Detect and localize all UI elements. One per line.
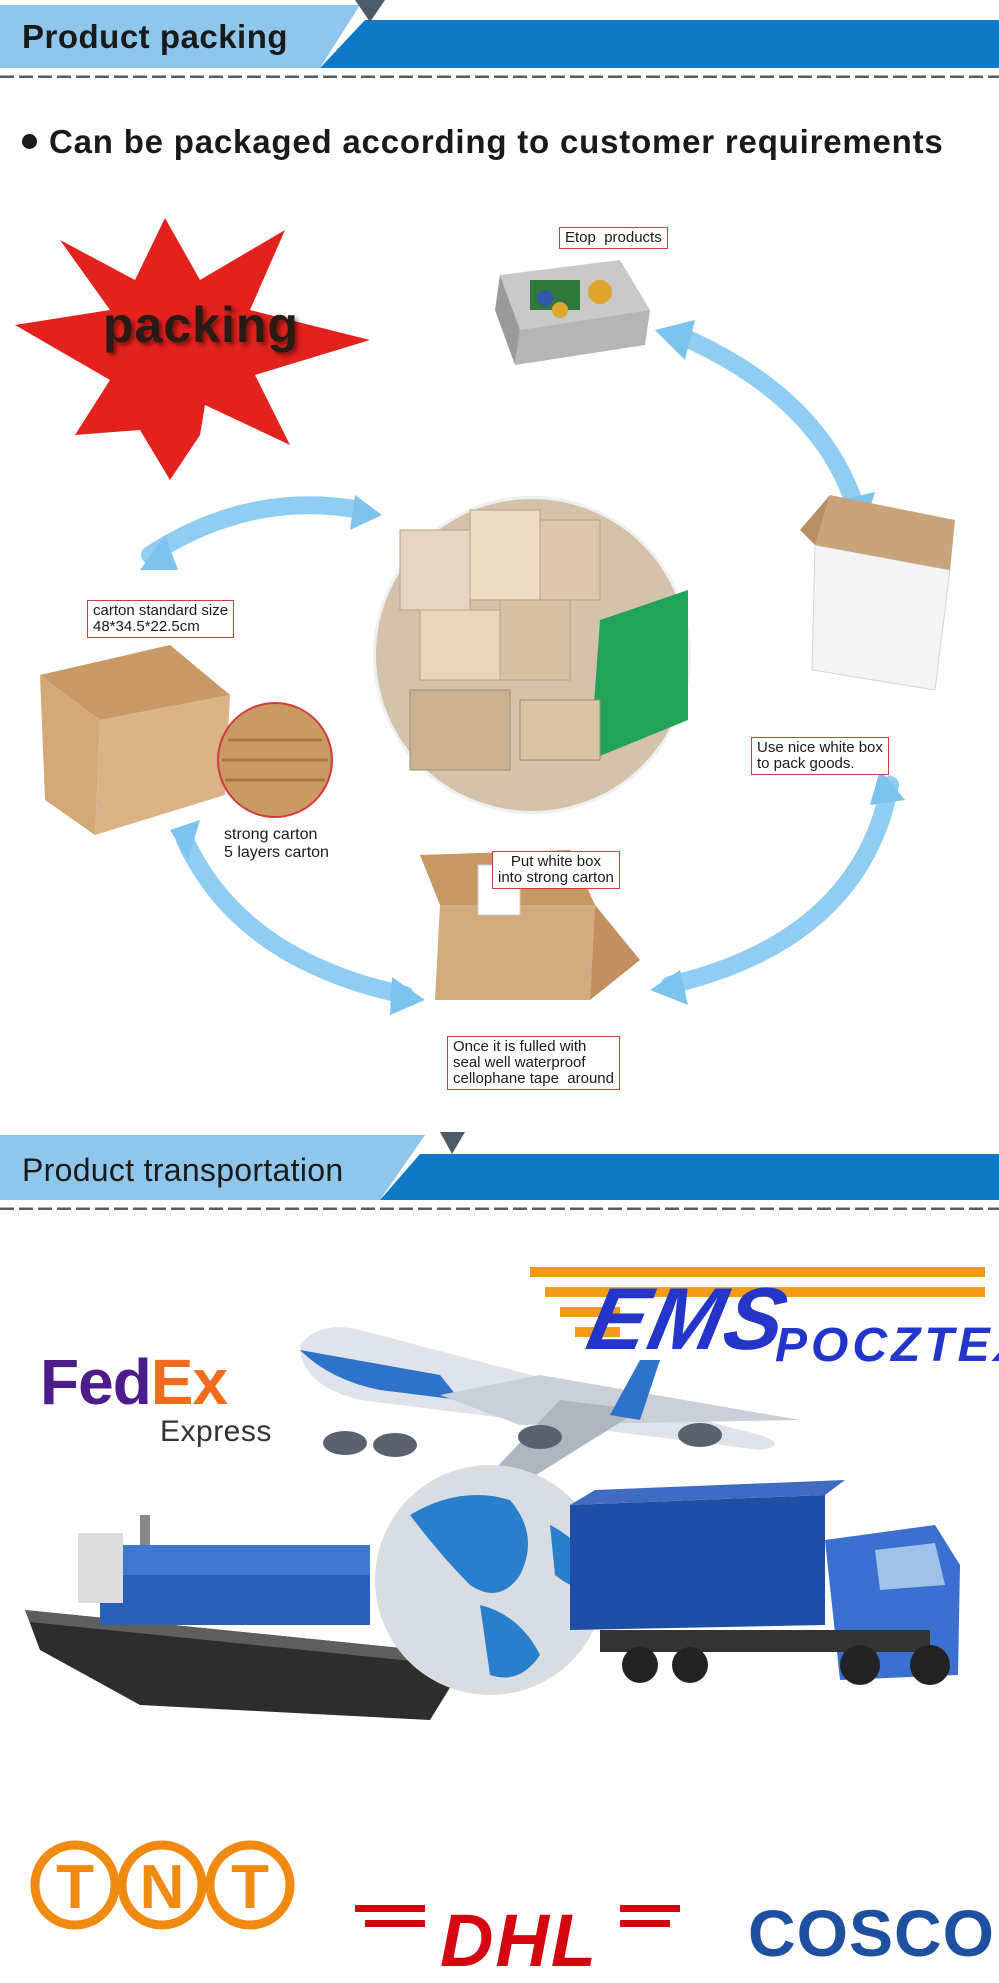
tnt-logo xyxy=(30,1840,295,1930)
packing-burst-icon xyxy=(15,218,370,480)
globe-image xyxy=(375,1465,605,1695)
arrow-head-icon xyxy=(140,535,178,570)
power-supply-product-image xyxy=(495,260,650,365)
packing-burst-label: packing xyxy=(103,297,299,353)
fedex-logo-express: Express xyxy=(160,1415,272,1448)
callout-sealed: Once it is fulled with seal well waterpr… xyxy=(447,1036,620,1090)
callout-etop-products: Etop products xyxy=(559,227,668,249)
arrow-head-icon xyxy=(390,977,425,1015)
transport-section-header: Product transportation xyxy=(0,1132,999,1210)
arrow-head-icon xyxy=(650,970,688,1005)
white-box-image xyxy=(800,495,955,691)
section-title-transport: Product transportation xyxy=(22,1152,344,1188)
callout-white-box: Use nice white box to pack goods. xyxy=(751,737,889,775)
cosco-logo: COSCO xyxy=(748,1896,996,1970)
warehouse-photo xyxy=(367,490,697,820)
pocztex-logo: POCZTEX xyxy=(775,1319,999,1372)
callout-carton-size: carton standard size 48*34.5*22.5cm xyxy=(87,600,235,638)
tnt-letter-2: N xyxy=(140,1853,185,1922)
arrow-head-icon xyxy=(870,770,905,805)
dhl-logo: DHL xyxy=(440,1899,599,1982)
section-title-packing: Product packing xyxy=(22,18,289,55)
cardboard-box-image xyxy=(40,645,333,835)
arrow-head-icon xyxy=(350,495,382,530)
packing-section-header: Product packing xyxy=(0,0,999,78)
packing-cycle-diagram xyxy=(15,218,955,1015)
ems-stripes xyxy=(530,1267,985,1337)
fedex-logo-fed: Fed xyxy=(40,1346,152,1418)
packing-bullet: Can be packaged according to customer re… xyxy=(22,123,944,161)
fedex-logo: FedEx xyxy=(40,1345,228,1419)
packing-bullet-text: Can be packaged according to customer re… xyxy=(49,123,944,160)
container-ship-image xyxy=(25,1515,470,1720)
bullet-dot-icon xyxy=(22,133,37,149)
arrow-head-icon xyxy=(170,820,200,860)
arrow-head-icon xyxy=(655,320,695,360)
cycle-arrows xyxy=(141,331,899,1004)
fedex-logo-ex: Ex xyxy=(150,1346,228,1418)
header-banner-graphic xyxy=(0,1132,999,1210)
tnt-letter-1: T xyxy=(56,1853,94,1922)
header-banner-graphic xyxy=(0,0,999,78)
callout-put-white-box: Put white box into strong carton xyxy=(492,851,620,889)
truck-image xyxy=(570,1480,960,1685)
transport-illustration: T N T xyxy=(25,1267,985,1930)
airplane-image xyxy=(300,1327,800,1485)
dhl-stripes xyxy=(355,1905,680,1927)
tnt-letter-3: T xyxy=(231,1853,269,1922)
note-strong-carton: strong carton 5 layers carton xyxy=(224,826,329,861)
ems-logo: EMS xyxy=(579,1269,798,1368)
